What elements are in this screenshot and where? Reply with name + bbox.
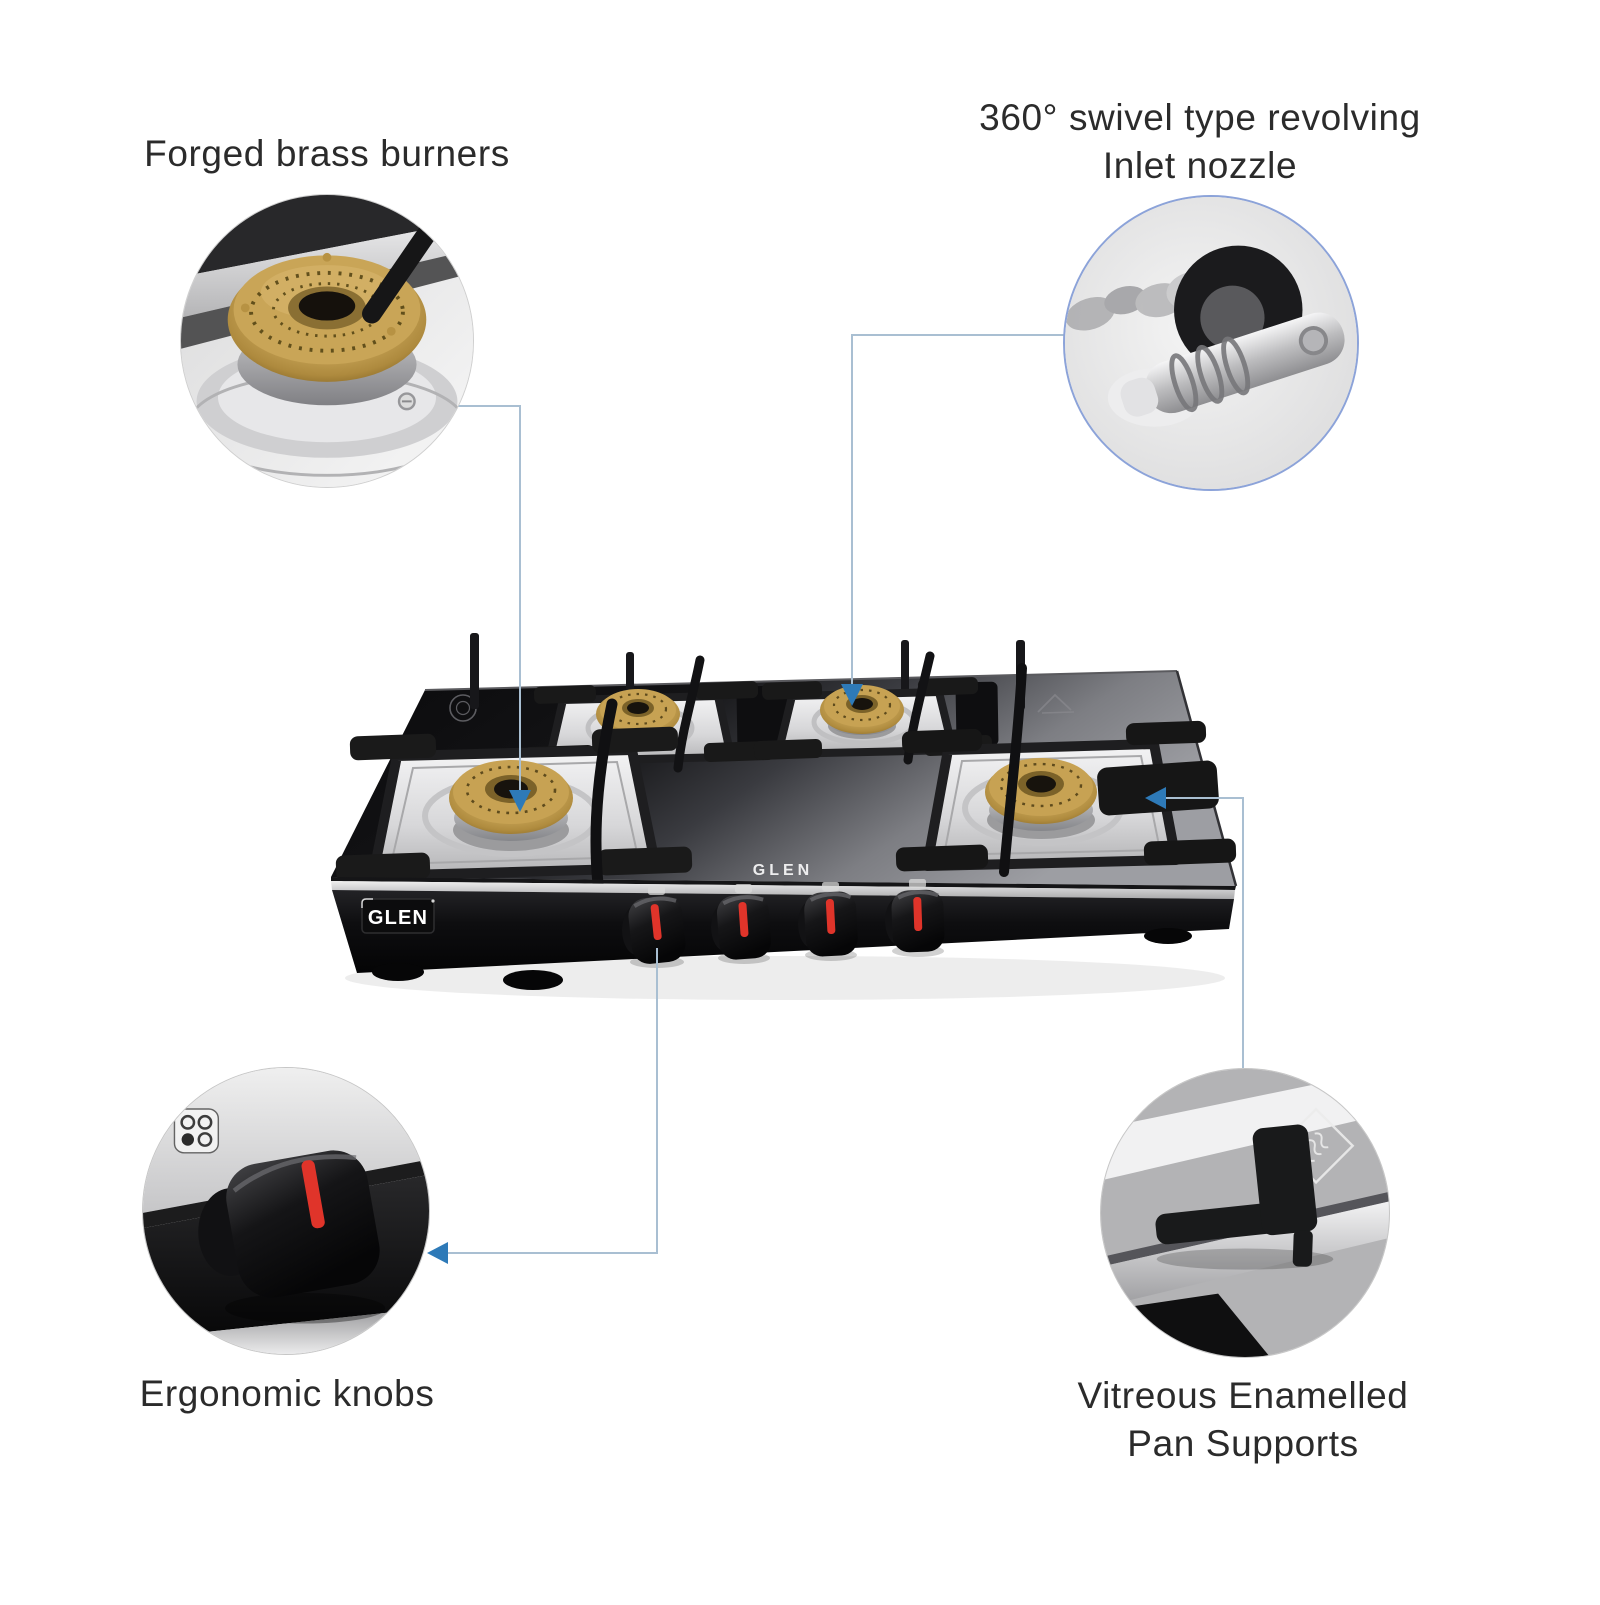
- pan-support-arm: [362, 210, 446, 324]
- stove-foot: [1144, 928, 1192, 944]
- callout-circle-brass-burner: [180, 194, 474, 488]
- label-text-line1: Vitreous Enamelled: [1077, 1375, 1409, 1416]
- label-text-line2: Pan Supports: [1127, 1423, 1359, 1464]
- label-text: Forged brass burners: [144, 133, 510, 174]
- brand-badge: GLEN: [361, 898, 435, 934]
- burner-selector-icon: [173, 1108, 220, 1154]
- front-panel: [332, 890, 1234, 973]
- knob-2: [711, 884, 772, 964]
- callout-circle-inlet-nozzle: [1063, 195, 1359, 491]
- arrow-left-icon: [1145, 787, 1166, 809]
- arrow-left-icon: [427, 1242, 448, 1264]
- connector-line-pansupport: [1165, 797, 1244, 1068]
- label-text-line1: 360° swivel type revolving: [979, 97, 1421, 138]
- burner-front-left: [335, 698, 693, 890]
- certification-mark-icon: [1037, 693, 1075, 714]
- ergonomic-knob: [226, 1150, 380, 1298]
- corner-bracket: [895, 720, 1237, 872]
- connector-line-nozzle: [851, 334, 1065, 686]
- brand-badge-text: GLEN: [368, 907, 428, 929]
- corner-bracket: [335, 726, 693, 882]
- burner-front-right: [895, 640, 1237, 877]
- knob-4: [885, 879, 945, 957]
- inlet-nozzle: [1120, 312, 1345, 417]
- label-pan-supports: Vitreous Enamelled Pan Supports: [993, 1372, 1493, 1468]
- callout-circle-pan-support: [1100, 1068, 1390, 1358]
- knob-row: [622, 879, 945, 968]
- label-text-line2: Inlet nozzle: [1102, 145, 1298, 186]
- knob-1: [622, 886, 686, 968]
- connector-line-brass: [457, 405, 521, 792]
- front-trim-strip: [331, 881, 1235, 899]
- knob-3: [798, 882, 858, 961]
- glass-brand-text: GLEN: [753, 862, 813, 879]
- label-text: Ergonomic knobs: [139, 1373, 435, 1414]
- arrow-down-icon: [841, 684, 863, 706]
- label-forged-brass-burners: Forged brass burners: [77, 130, 577, 178]
- screw-icon: [397, 392, 416, 411]
- label-inlet-nozzle: 360° swivel type revolving Inlet nozzle: [950, 94, 1450, 190]
- stove-shadow: [345, 956, 1225, 1000]
- stove-foot: [372, 963, 424, 981]
- stove-foot: [503, 970, 563, 990]
- label-ergonomic-knobs: Ergonomic knobs: [37, 1370, 537, 1418]
- connector-line-knob: [447, 948, 658, 1254]
- arrow-down-icon: [509, 790, 531, 812]
- callout-circle-ergonomic-knob: [142, 1067, 430, 1355]
- pan-support: [1155, 1124, 1318, 1267]
